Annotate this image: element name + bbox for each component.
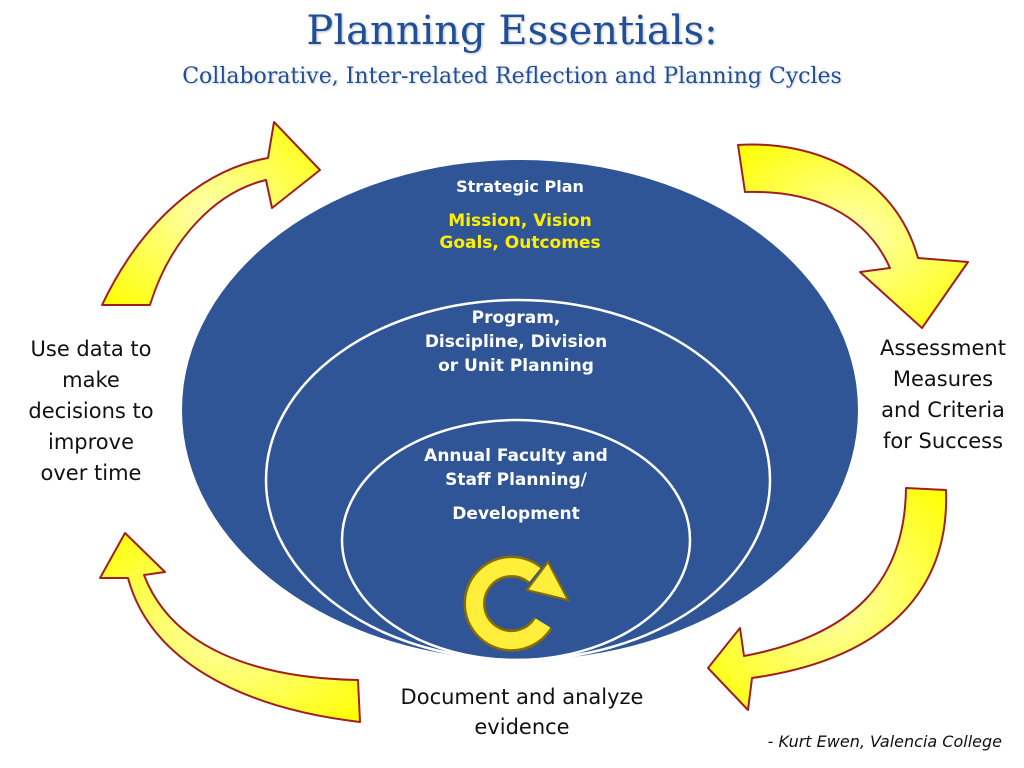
annual-line2: Staff Planning/ <box>445 470 587 490</box>
page-subtitle: Collaborative, Inter-related Reflection … <box>182 64 842 89</box>
label-assessment: Assessment Measures and Criteria for Suc… <box>880 336 1006 453</box>
annual-line1: Annual Faculty and <box>424 446 608 466</box>
arrow-top-left-icon <box>101 121 321 306</box>
strategic-plan-line1: Mission, Vision <box>448 211 592 231</box>
program-line1: Program, <box>471 308 561 328</box>
arrow-bottom-left-icon <box>99 532 361 723</box>
label-use-data: Use data to make decisions to improve ov… <box>28 337 154 485</box>
annual-line3: Development <box>452 504 580 524</box>
program-planning-block: Program, Discipline, Division or Unit Pl… <box>396 306 636 378</box>
arrow-bottom-right-icon <box>707 487 948 711</box>
arrow-top-right-icon <box>737 143 969 329</box>
annual-planning-block: Annual Faculty and Staff Planning/ Devel… <box>396 444 636 526</box>
strategic-plan-line2: Goals, Outcomes <box>439 233 601 253</box>
page-title: Planning Essentials: <box>306 8 718 54</box>
annual-planning-ellipse <box>340 418 692 662</box>
label-document-analyze: Document and analyze evidence <box>400 685 644 739</box>
program-line2: Discipline, Division <box>424 332 608 352</box>
strategic-plan-block: Strategic Plan Mission, Vision Goals, Ou… <box>410 176 630 254</box>
credit-line: - Kurt Ewen, Valencia College <box>767 732 1002 751</box>
program-line3: or Unit Planning <box>438 356 594 376</box>
small-cycle-arrow-icon <box>463 555 570 652</box>
strategic-plan-heading: Strategic Plan <box>456 177 584 196</box>
